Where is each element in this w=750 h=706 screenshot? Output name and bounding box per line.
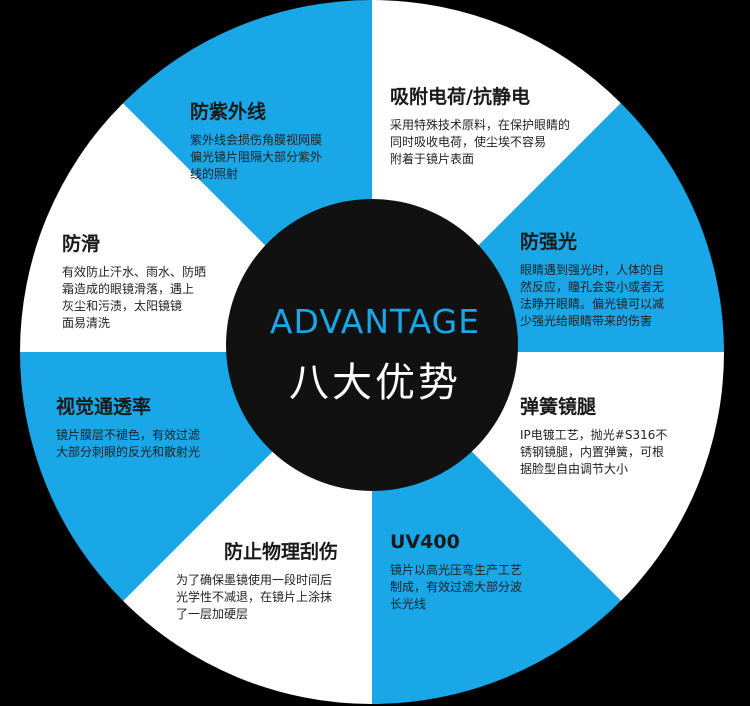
center-circle <box>226 199 518 491</box>
segment-anti-slip: 防滑 有效防止汗水、雨水、防晒 霜造成的眼镜滑落，遇上 灰尘和污渍，太阳镜镜 面… <box>62 232 242 332</box>
desc-line: 为了确保墨镜使用一段时间后 <box>176 573 333 587</box>
segment-title: 视觉通透率 <box>56 396 152 418</box>
desc-line: 镜片膜层不褪色，有效过滤 <box>56 428 201 442</box>
segment-uv400: UV400 镜片以高光压弯生产工艺 制成，有效过滤大部分波 长光线 <box>390 530 580 613</box>
desc-line: 据脸型自由调节大小 <box>520 462 629 476</box>
desc-line: 霜造成的眼镜滑落，遇上 <box>62 282 195 296</box>
segment-description: 眼睛遇到强光时，人体的自 然反应，瞳孔会变小或者无 法睁开眼睛。偏光镜可以减 少… <box>520 262 710 330</box>
segment-title: 弹簧镜腿 <box>520 396 597 418</box>
segment-description: IP电镀工艺，抛光#S316不 锈钢镜腿，内置弹簧，可根 据脸型自由调节大小 <box>520 427 710 478</box>
segment-description: 紫外线会损伤角膜视网膜 偏光镜片阻隔大部分紫外 线的照射 <box>190 132 370 183</box>
segment-anti-static: 吸附电荷/抗静电 采用特殊技术原料，在保护眼睛的 同时吸收电荷，使尘埃不容易 附… <box>390 85 620 168</box>
desc-line: 附着于镜片表面 <box>390 152 475 166</box>
segment-title: 防强光 <box>520 231 578 253</box>
desc-line: 少强光给眼睛带来的伤害 <box>520 314 653 328</box>
desc-line: 镜片以高光压弯生产工艺 <box>390 563 523 577</box>
desc-line: 制成，有效过滤大部分波 <box>390 580 523 594</box>
center-title-en: ADVANTAGE <box>269 302 481 341</box>
desc-line: 线的照射 <box>190 167 239 181</box>
desc-line: 大部分刺眼的反光和散射光 <box>56 445 201 459</box>
desc-line: 同时吸收电荷，使尘埃不容易 <box>390 135 547 149</box>
desc-line: 紫外线会损伤角膜视网膜 <box>190 133 323 147</box>
center-title-zh: 八大优势 <box>289 360 461 406</box>
segment-description: 镜片以高光压弯生产工艺 制成，有效过滤大部分波 长光线 <box>390 562 580 613</box>
desc-line: 法睁开眼睛。偏光镜可以减 <box>520 297 665 311</box>
desc-line: 锈钢镜腿，内置弹簧，可根 <box>520 445 665 459</box>
segment-anti-uv: 防紫外线 紫外线会损伤角膜视网膜 偏光镜片阻隔大部分紫外 线的照射 <box>190 100 370 183</box>
segment-title: 防紫外线 <box>190 101 267 123</box>
desc-line: 长光线 <box>390 597 427 611</box>
segment-spring-temple: 弹簧镜腿 IP电镀工艺，抛光#S316不 锈钢镜腿，内置弹簧，可根 据脸型自由调… <box>520 395 710 478</box>
segment-description: 采用特殊技术原料，在保护眼睛的 同时吸收电荷，使尘埃不容易 附着于镜片表面 <box>390 117 620 168</box>
segment-title: 防滑 <box>62 233 101 255</box>
desc-line: 偏光镜片阻隔大部分紫外 <box>190 150 323 164</box>
segment-scratch-resistant: 防止物理刮伤 为了确保墨镜使用一段时间后 光学性不减退，在镜片上涂抹 了一层加硬… <box>176 540 376 623</box>
desc-line: IP电镀工艺，抛光#S316不 <box>520 428 668 442</box>
desc-line: 有效防止汗水、雨水、防晒 <box>62 265 207 279</box>
desc-line: 采用特殊技术原料，在保护眼睛的 <box>390 118 571 132</box>
segment-title: 吸附电荷/抗静电 <box>390 86 530 108</box>
desc-line: 灰尘和污渍，太阳镜镜 <box>62 299 183 313</box>
desc-line: 光学性不减退，在镜片上涂抹 <box>176 590 333 604</box>
desc-line: 了一层加硬层 <box>176 607 249 621</box>
segment-anti-glare: 防强光 眼睛遇到强光时，人体的自 然反应，瞳孔会变小或者无 法睁开眼睛。偏光镜可… <box>520 230 710 330</box>
segment-transparency: 视觉通透率 镜片膜层不褪色，有效过滤 大部分刺眼的反光和散射光 <box>56 395 246 461</box>
desc-line: 然反应，瞳孔会变小或者无 <box>520 280 665 294</box>
desc-line: 眼睛遇到强光时，人体的自 <box>520 263 665 277</box>
desc-line: 面易清洗 <box>62 316 111 330</box>
segment-description: 为了确保墨镜使用一段时间后 光学性不减退，在镜片上涂抹 了一层加硬层 <box>176 572 376 623</box>
segment-description: 镜片膜层不褪色，有效过滤 大部分刺眼的反光和散射光 <box>56 427 246 461</box>
segment-description: 有效防止汗水、雨水、防晒 霜造成的眼镜滑落，遇上 灰尘和污渍，太阳镜镜 面易清洗 <box>62 264 242 332</box>
segment-title: UV400 <box>390 531 460 553</box>
segment-title: 防止物理刮伤 <box>224 541 339 563</box>
